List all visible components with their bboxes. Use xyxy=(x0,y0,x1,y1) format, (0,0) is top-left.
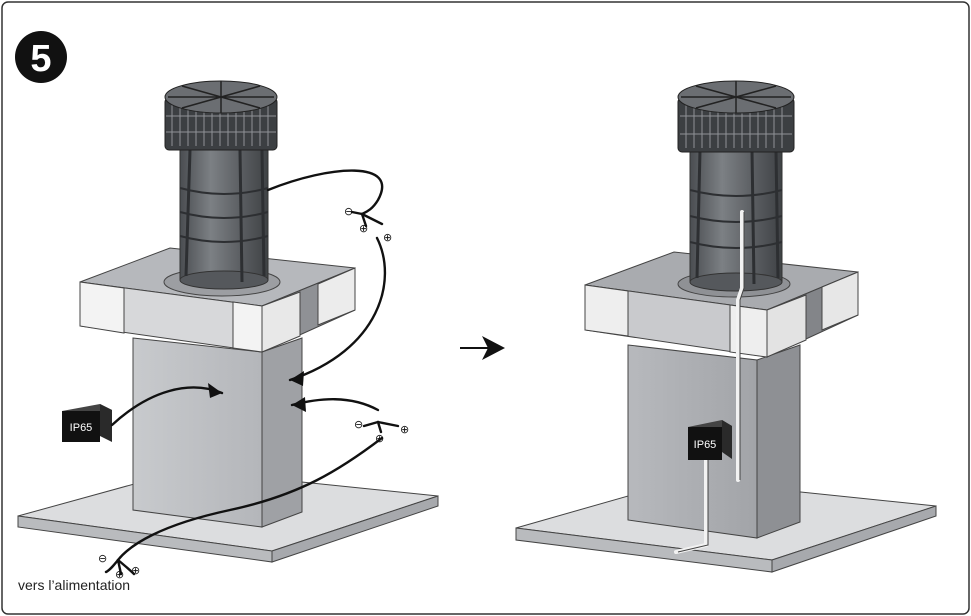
ip65-label: IP65 xyxy=(70,422,93,434)
cable-to-top-terminal xyxy=(266,169,384,216)
wire-symbol-mid-neg: ⊖ xyxy=(354,418,363,431)
wire-symbol-bottom-pos1: ⊕ xyxy=(115,568,124,581)
supply-label: vers l’alimentation xyxy=(18,577,130,593)
ip65-junction-box-mounted: IP65 xyxy=(688,420,732,460)
wire-symbol-mid-pos2: ⊕ xyxy=(400,423,409,436)
wire-symbol-mid-pos1: ⊕ xyxy=(375,432,384,445)
arrow-head-3 xyxy=(292,397,306,412)
ip65-label-right: IP65 xyxy=(694,439,717,451)
ip65-junction-box: IP65 xyxy=(62,404,112,442)
transition-arrow-icon xyxy=(460,336,505,360)
wire-symbol-bottom-pos2: ⊕ xyxy=(131,564,140,577)
wire-symbol-top-neg: ⊖ xyxy=(344,205,353,218)
arrow-head-1 xyxy=(208,383,222,398)
right-assembly: IP65 xyxy=(515,80,937,573)
arrow-head-2 xyxy=(290,371,304,386)
wire-symbol-top-pos2: ⊕ xyxy=(383,231,392,244)
wire-symbol-top-pos1: ⊕ xyxy=(359,222,368,235)
supply-cable xyxy=(116,436,384,562)
cable-top-to-column xyxy=(288,236,387,382)
left-assembly: IP65 ⊖ ⊕ ⊕ ⊖ ⊕ ⊕ ⊖ xyxy=(17,80,439,593)
fan-housing xyxy=(179,139,269,281)
step-number: 5 xyxy=(30,38,51,80)
wire-symbol-bottom-neg: ⊖ xyxy=(98,552,107,565)
mounting-column xyxy=(132,337,263,528)
step-badge: 5 xyxy=(15,31,67,83)
fan-housing-right xyxy=(689,141,783,283)
